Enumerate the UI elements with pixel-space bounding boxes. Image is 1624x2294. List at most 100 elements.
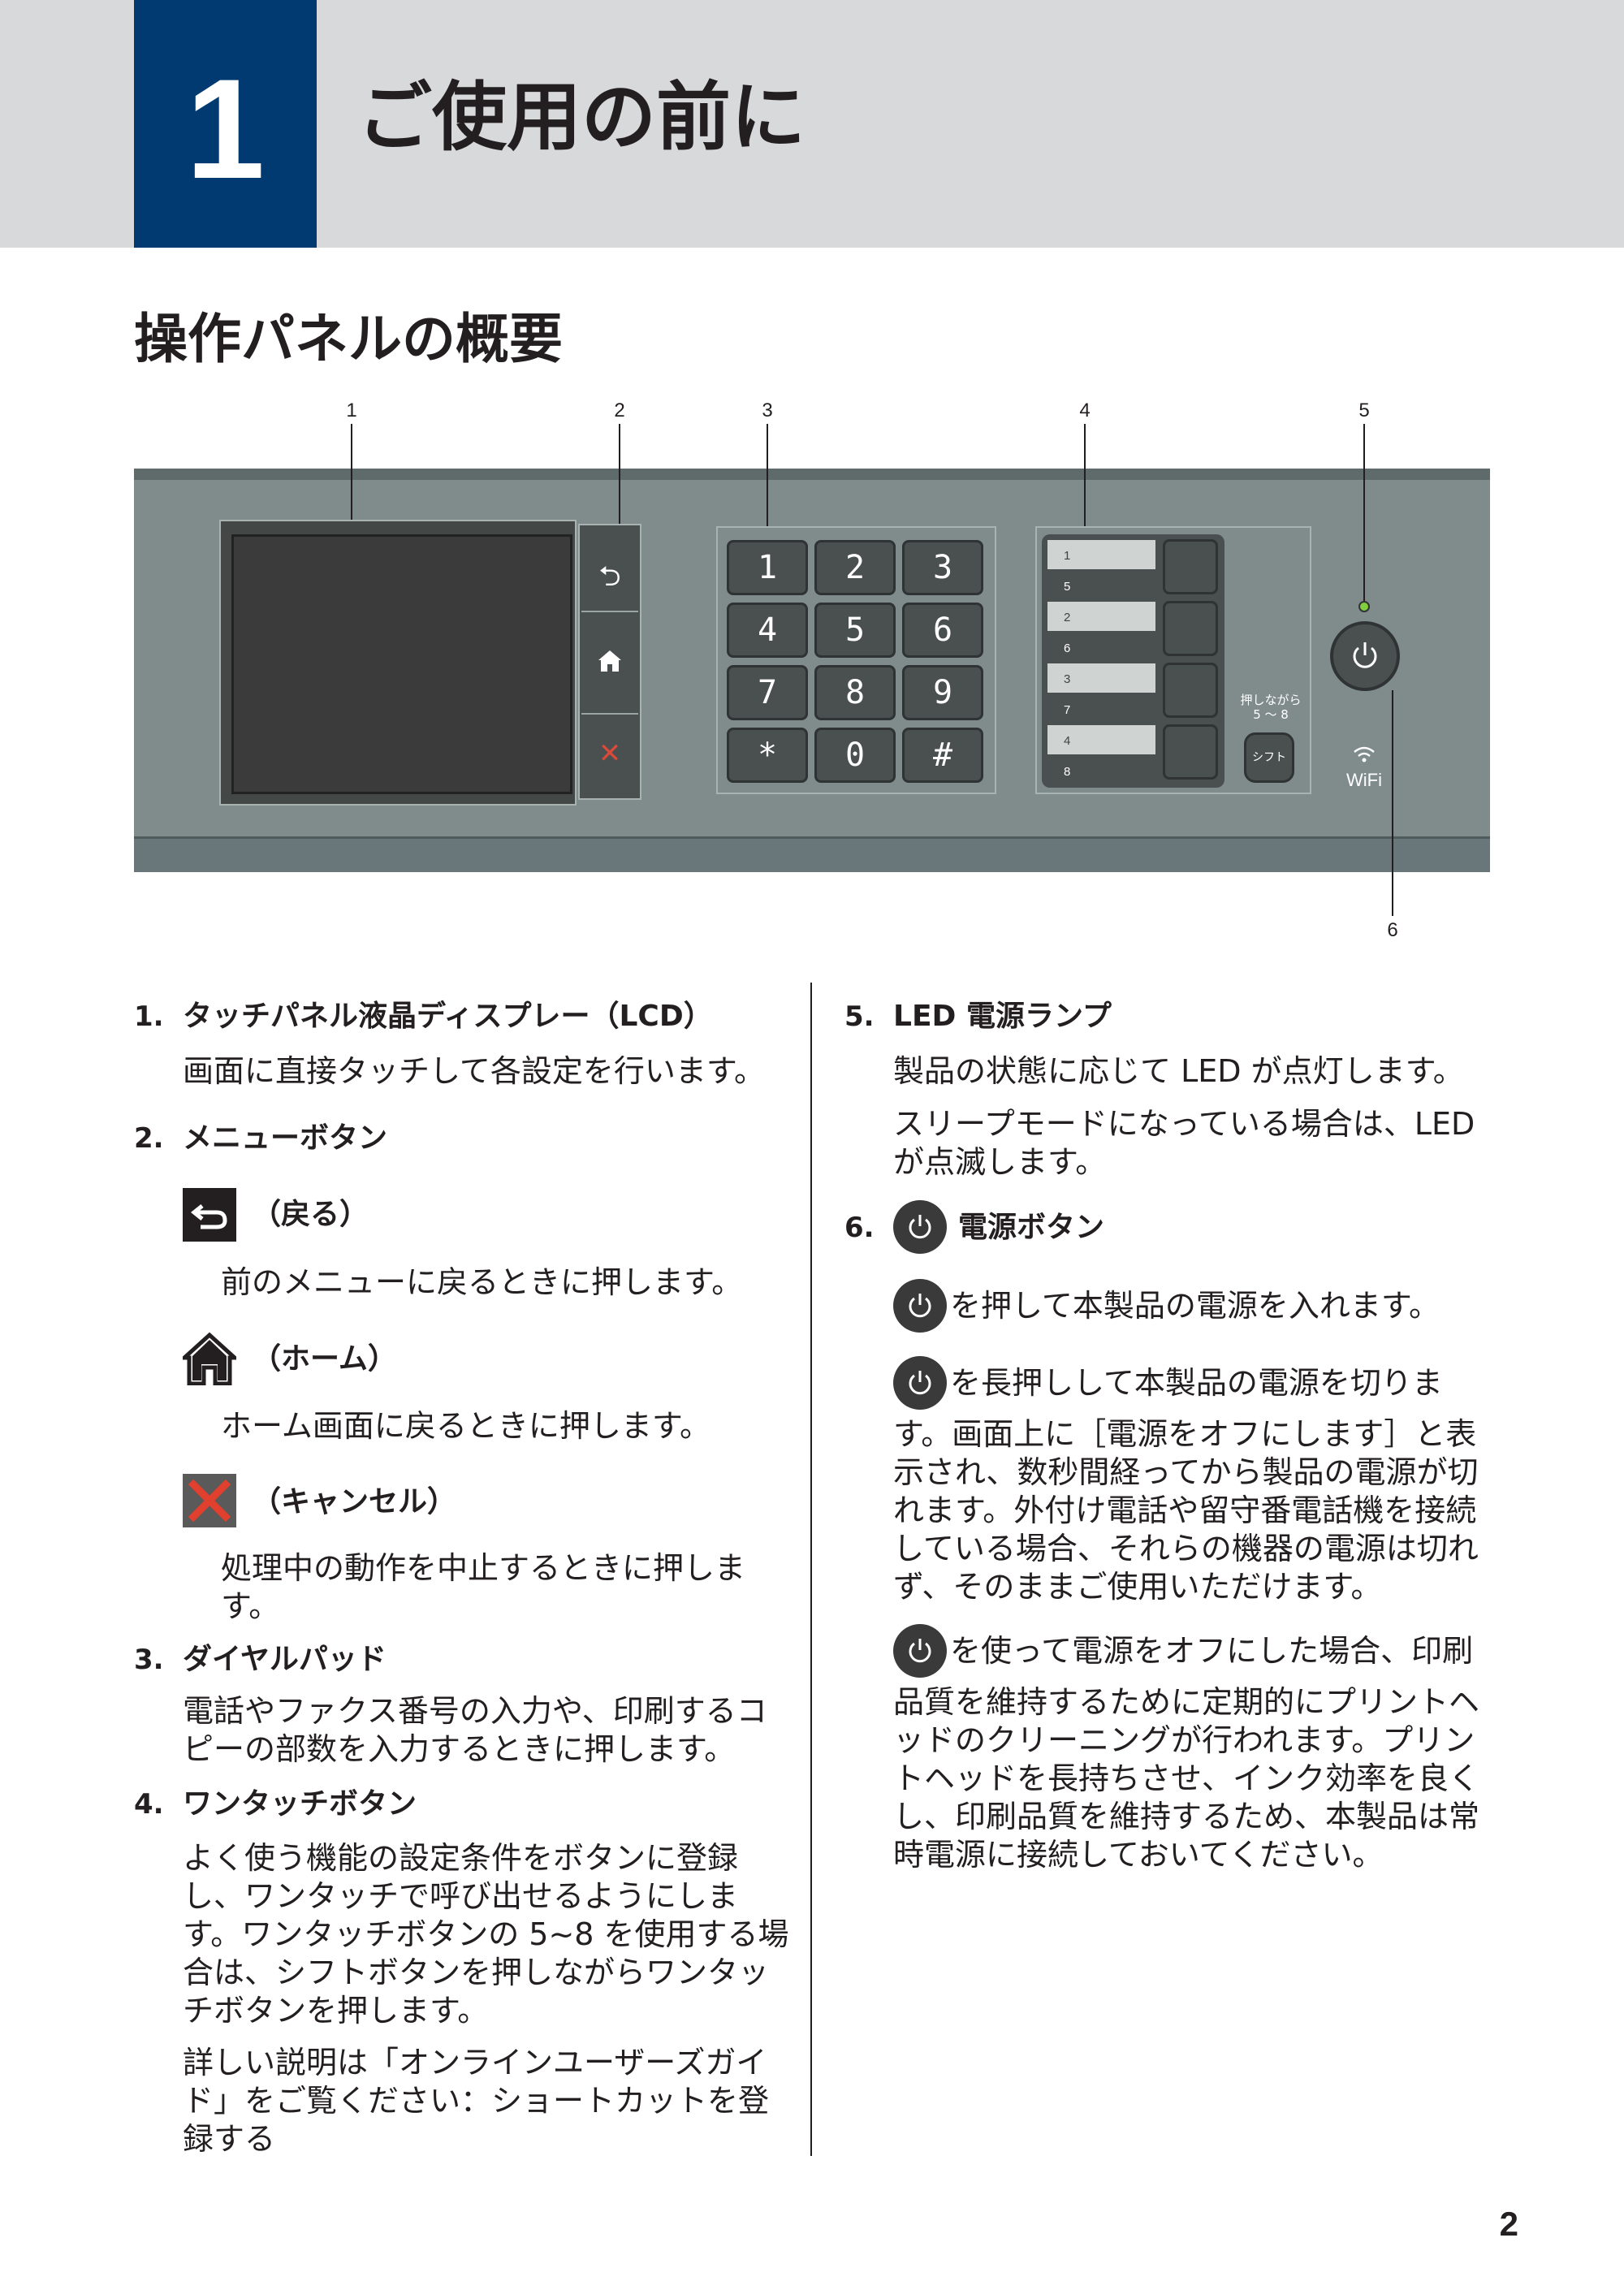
one-touch-button-1[interactable] [1163, 539, 1218, 594]
dial-key-6[interactable]: 6 [902, 603, 983, 658]
power-led [1358, 601, 1370, 612]
dial-key-9[interactable]: 9 [902, 665, 983, 720]
shift-caption-line-1: 押しながら [1240, 693, 1302, 707]
panel-top-edge [134, 469, 1490, 480]
dial-key-5[interactable]: 5 [814, 603, 896, 658]
power-icon [909, 1215, 931, 1239]
item-6-desc-3a: を使って電源をオフにした場合、印刷 [950, 1633, 1474, 1669]
one-touch-label-strip [1047, 540, 1155, 569]
one-touch-label-strip [1047, 725, 1155, 754]
power-icon [909, 1639, 931, 1663]
one-touch-label-strip [1047, 663, 1155, 693]
cancel-desc: 処理中の動作を中止するときに押します。 [221, 1550, 746, 1624]
back-button[interactable]: ⮌ [578, 560, 641, 593]
home-button-legend [179, 1332, 240, 1386]
touchscreen-lcd[interactable] [231, 534, 572, 794]
chapter-number-box [134, 0, 317, 248]
callout-line-5 [1363, 424, 1365, 601]
shift-button[interactable]: シフト [1244, 732, 1294, 783]
back-button-legend [183, 1188, 236, 1242]
item-1-title: タッチパネル液晶ディスプレー（LCD） [183, 1000, 713, 1033]
item-6-number: 6. [844, 1212, 875, 1244]
home-desc: ホーム画面に戻るときに押します。 [221, 1408, 711, 1444]
cancel-button[interactable]: ✕ [578, 737, 641, 770]
item-3-number: 3. [134, 1644, 164, 1676]
dial-key-3[interactable]: 3 [902, 540, 983, 595]
power-button-legend [893, 1279, 947, 1333]
panel-bottom-edge [134, 836, 1490, 872]
one-touch-num: 2 [1064, 611, 1071, 624]
one-touch-num: 6 [1064, 642, 1071, 655]
one-touch-button-3[interactable] [1163, 663, 1218, 718]
callout-line-2 [619, 424, 620, 525]
back-label: （戻る） [252, 1198, 369, 1231]
item-4-number: 4. [134, 1788, 164, 1821]
item-6-desc-3b: 品質を維持するために定期的にプリントヘッドのクリーニングが行われます。プリントヘ… [893, 1684, 1480, 1873]
power-icon [909, 1371, 931, 1395]
item-1-number: 1. [134, 1000, 164, 1033]
cancel-x-icon: ✕ [598, 737, 622, 770]
menu-separator [581, 611, 638, 612]
menu-separator [581, 713, 638, 715]
dial-key-7[interactable]: 7 [727, 665, 808, 720]
item-3-desc: 電話やファクス番号の入力や、印刷するコピーの部数を入力するときに押します。 [183, 1693, 767, 1767]
item-2-title: メニューボタン [183, 1121, 388, 1155]
callout-line-3 [767, 424, 768, 528]
section-title: 操作パネルの概要 [134, 308, 563, 370]
one-touch-num: 3 [1064, 672, 1071, 686]
one-touch-button-4[interactable] [1163, 724, 1218, 780]
dial-key-2[interactable]: 2 [814, 540, 896, 595]
power-button-legend [893, 1356, 947, 1410]
page-number: 2 [1499, 2205, 1518, 2243]
callout-5: 5 [1358, 400, 1370, 421]
power-icon [1353, 642, 1377, 668]
power-button-legend [893, 1624, 947, 1678]
dial-key-0[interactable]: 0 [814, 728, 896, 783]
cancel-button-legend [183, 1474, 236, 1527]
item-1-desc: 画面に直接タッチして各設定を行います。 [183, 1053, 766, 1089]
dial-key-8[interactable]: 8 [814, 665, 896, 720]
item-3-title: ダイヤルパッド [183, 1643, 387, 1676]
item-6-desc-2a: を長押しして本製品の電源を切りま [950, 1365, 1443, 1401]
home-icon [598, 650, 621, 672]
chapter-title: ご使用の前に [357, 74, 806, 161]
item-6-desc-1: を押して本製品の電源を入れます。 [950, 1288, 1440, 1324]
item-5-title: LED 電源ランプ [893, 1000, 1112, 1033]
dial-pad-frame [716, 526, 996, 794]
one-touch-button-2[interactable] [1163, 601, 1218, 656]
home-button[interactable] [578, 648, 641, 681]
item-5-desc-1: 製品の状態に応じて LED が点灯します。 [893, 1053, 1464, 1089]
item-5-number: 5. [844, 1000, 875, 1033]
one-touch-num: 5 [1064, 580, 1071, 594]
item-2-number: 2. [134, 1122, 164, 1155]
callout-3: 3 [762, 400, 773, 421]
one-touch-label-strip [1047, 602, 1155, 631]
callout-6: 6 [1387, 919, 1398, 941]
wifi-label: WiFi [1346, 770, 1382, 790]
callout-line-4 [1084, 424, 1086, 528]
power-button-legend [893, 1200, 947, 1254]
item-4-desc-2: 詳しい説明は「オンラインユーザーズガイド」をご覧ください：ショートカットを登録す… [183, 2045, 770, 2157]
dial-key-hash[interactable]: # [902, 728, 983, 783]
item-6-title: 電源ボタン [958, 1211, 1105, 1244]
cancel-x-icon [183, 1474, 236, 1527]
wifi-icon [1336, 745, 1393, 768]
item-5-desc-2: スリープモードになっている場合は、LED が点滅します。 [893, 1106, 1475, 1180]
chapter-number: 1 [185, 50, 266, 209]
callout-line-1 [351, 424, 352, 520]
one-touch-num: 1 [1064, 549, 1071, 563]
dial-key-star[interactable]: * [727, 728, 808, 783]
callout-line-6 [1392, 690, 1393, 916]
back-arrow-icon: ⮌ [598, 560, 621, 593]
one-touch-num: 8 [1064, 765, 1071, 779]
callout-4: 4 [1079, 400, 1091, 421]
shift-caption-line-2: 5 ～ 8 [1253, 707, 1289, 722]
dial-key-4[interactable]: 4 [727, 603, 808, 658]
power-button[interactable] [1330, 621, 1400, 691]
home-icon [179, 1332, 240, 1386]
cancel-label: （キャンセル） [252, 1485, 457, 1519]
callout-2: 2 [614, 400, 625, 421]
back-arrow-icon [183, 1188, 236, 1242]
item-4-title: ワンタッチボタン [183, 1787, 417, 1821]
dial-key-1[interactable]: 1 [727, 540, 808, 595]
